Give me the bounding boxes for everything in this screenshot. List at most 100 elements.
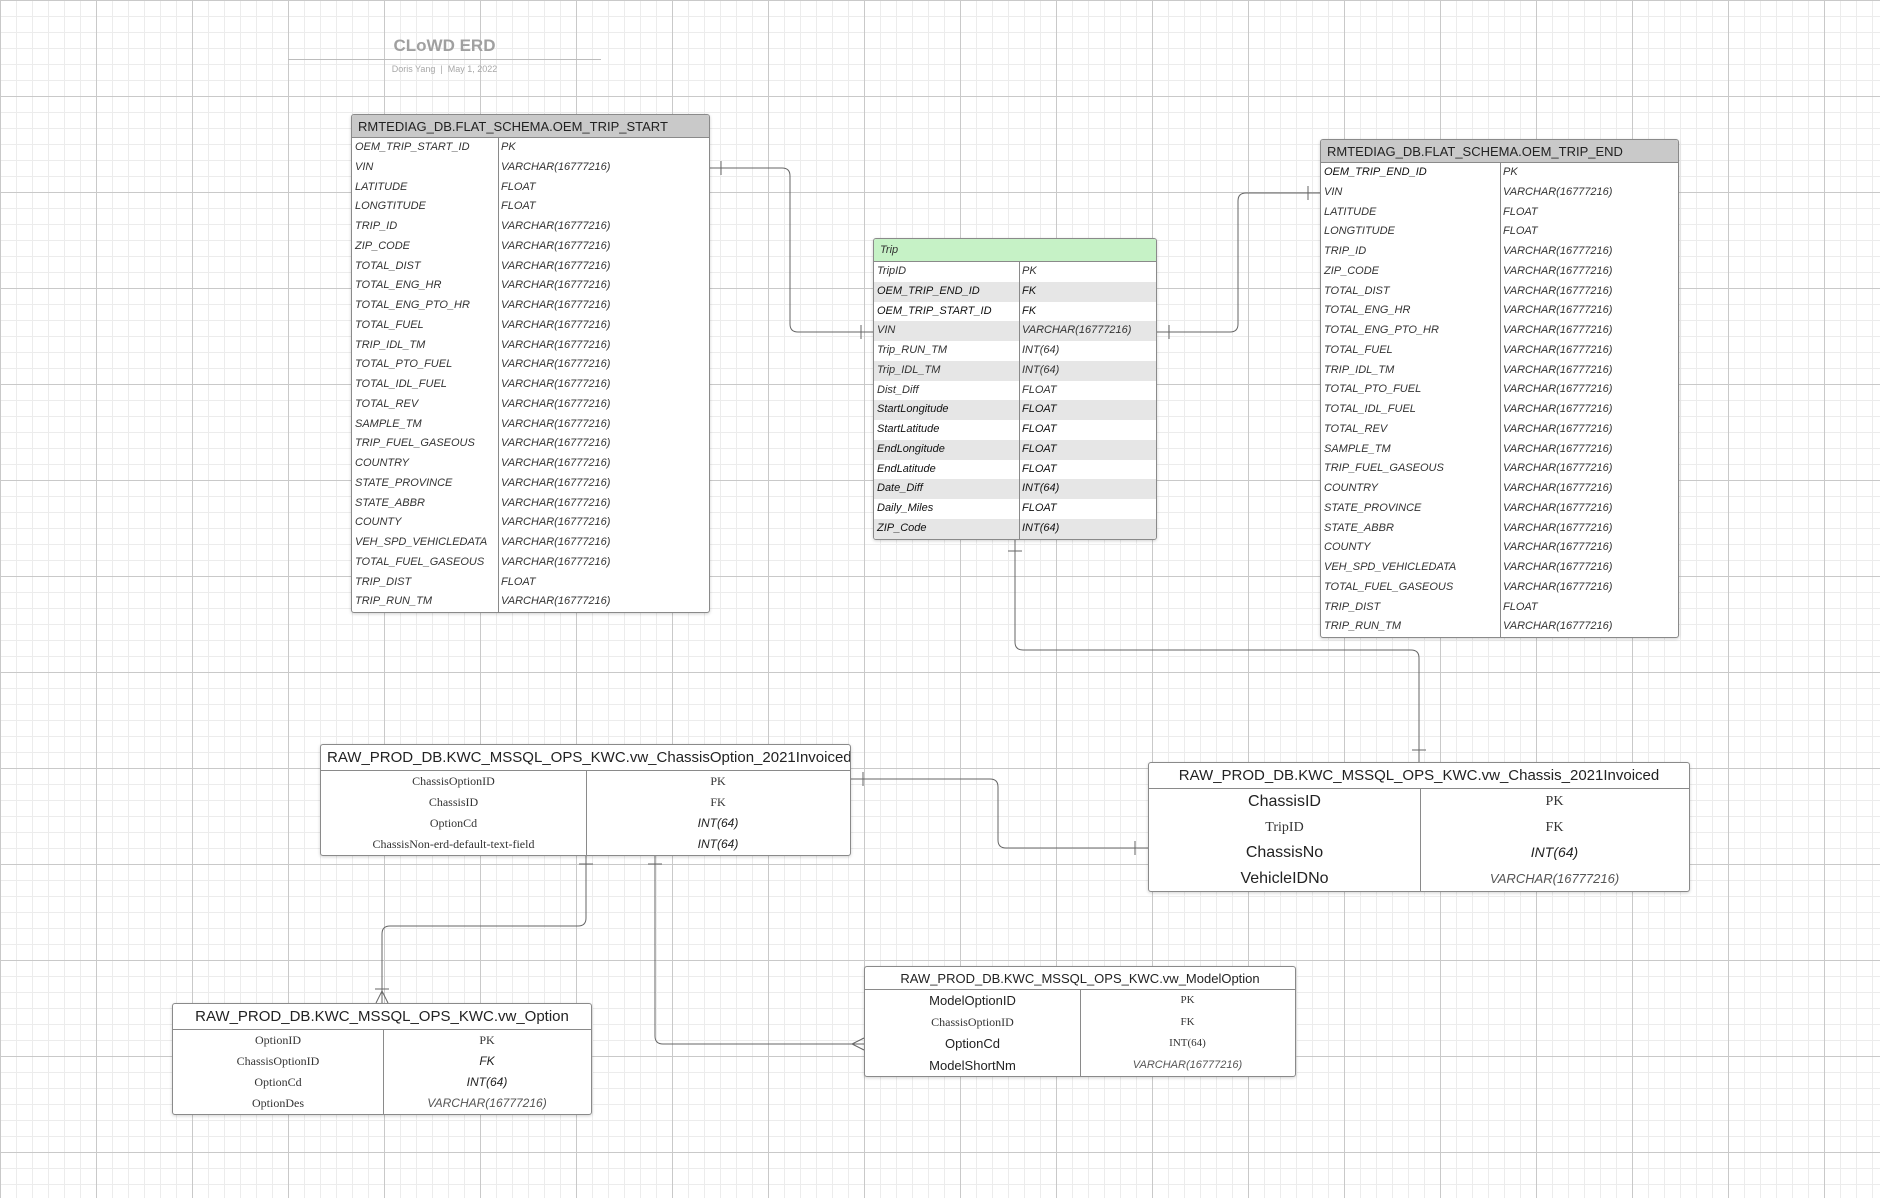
entity-option[interactable]: RAW_PROD_DB.KWC_MSSQL_OPS_KWC.vw_Option … bbox=[172, 1003, 592, 1115]
entity-header[interactable]: RAW_PROD_DB.KWC_MSSQL_OPS_KWC.vw_Option bbox=[173, 1004, 591, 1030]
connector-trip-start-to-trip[interactable] bbox=[710, 167, 873, 333]
entity-chassis[interactable]: RAW_PROD_DB.KWC_MSSQL_OPS_KWC.vw_Chassis… bbox=[1148, 762, 1690, 892]
entity-header[interactable]: Trip bbox=[874, 239, 1156, 262]
entity-header[interactable]: RAW_PROD_DB.KWC_MSSQL_OPS_KWC.vw_ModelOp… bbox=[865, 967, 1295, 990]
entity-oem-trip-start[interactable]: RMTEDIAG_DB.FLAT_SCHEMA.OEM_TRIP_START O… bbox=[351, 114, 710, 613]
entity-chassis-option[interactable]: RAW_PROD_DB.KWC_MSSQL_OPS_KWC.vw_Chassis… bbox=[320, 744, 851, 856]
connector-trip-to-trip-end[interactable] bbox=[1157, 192, 1320, 333]
many-marker-model-option bbox=[850, 1037, 865, 1051]
connector-chassis-option-to-chassis[interactable] bbox=[851, 778, 1148, 849]
connector-chassis-option-to-option[interactable] bbox=[381, 852, 587, 1003]
entity-model-option[interactable]: RAW_PROD_DB.KWC_MSSQL_OPS_KWC.vw_ModelOp… bbox=[864, 966, 1296, 1077]
connector-trip-to-chassis[interactable] bbox=[1014, 539, 1420, 762]
entity-header[interactable]: RAW_PROD_DB.KWC_MSSQL_OPS_KWC.vw_Chassis… bbox=[1149, 763, 1689, 789]
entity-oem-trip-end[interactable]: RMTEDIAG_DB.FLAT_SCHEMA.OEM_TRIP_END OEM… bbox=[1320, 139, 1679, 638]
entity-header[interactable]: RMTEDIAG_DB.FLAT_SCHEMA.OEM_TRIP_END bbox=[1321, 140, 1678, 163]
entity-header[interactable]: RMTEDIAG_DB.FLAT_SCHEMA.OEM_TRIP_START bbox=[352, 115, 709, 138]
connector-chassis-option-to-model-option[interactable] bbox=[654, 852, 864, 1045]
field-type: VARCHAR(16777216) bbox=[501, 516, 611, 529]
entity-header[interactable]: RAW_PROD_DB.KWC_MSSQL_OPS_KWC.vw_Chassis… bbox=[321, 745, 850, 771]
